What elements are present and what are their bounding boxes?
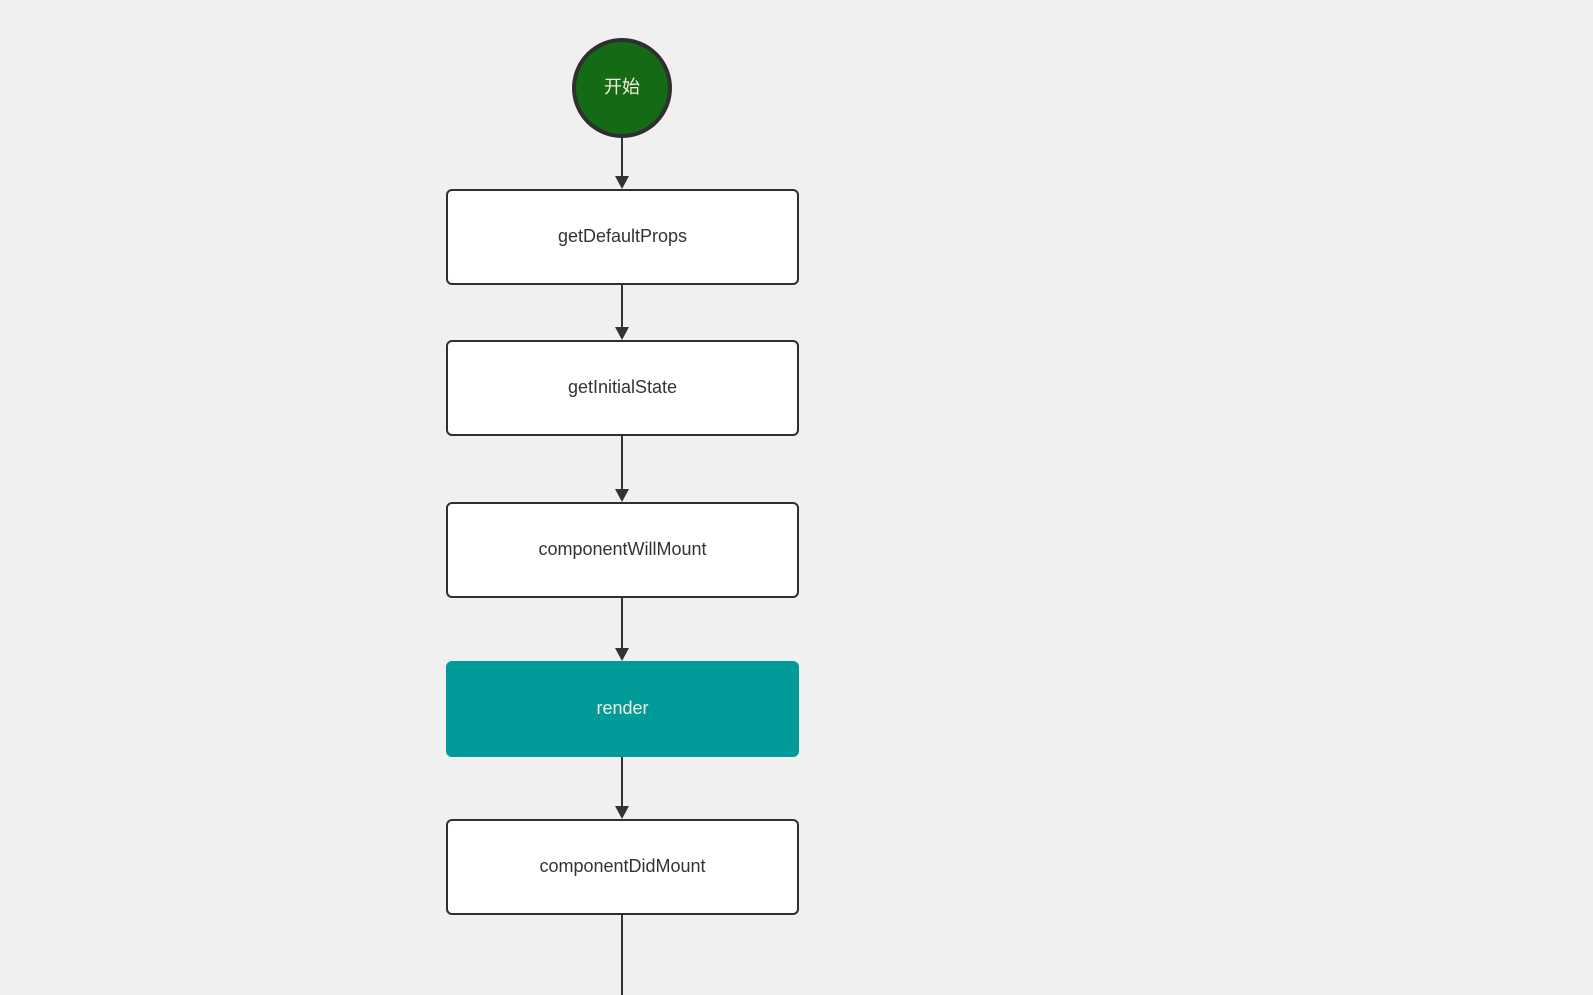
arrowhead-icon: [615, 648, 629, 661]
flow-arrow-getinitialstate-to-componentwillmount: [615, 436, 629, 502]
flow-arrow-start-to-getdefaultprops: [615, 138, 629, 189]
node-render: render: [446, 661, 799, 757]
arrow-line: [621, 285, 623, 327]
flow-arrow-componentwillmount-to-render: [615, 598, 629, 661]
node-componentdidmount: componentDidMount: [446, 819, 799, 915]
node-getdefaultprops-label: getDefaultProps: [557, 226, 688, 247]
arrow-line: [621, 757, 623, 806]
node-getinitialstate-label: getInitialState: [567, 377, 678, 398]
flow-line-componentdidmount-continued: [615, 915, 629, 995]
arrowhead-icon: [615, 327, 629, 340]
node-componentwillmount-label: componentWillMount: [538, 539, 707, 560]
arrow-line: [621, 436, 623, 489]
node-start-label: 开始: [604, 77, 640, 98]
arrow-line: [621, 598, 623, 648]
arrowhead-icon: [615, 806, 629, 819]
node-render-label: render: [596, 698, 649, 719]
arrow-line: [621, 915, 623, 995]
flow-arrow-render-to-componentdidmount: [615, 757, 629, 819]
node-getinitialstate: getInitialState: [446, 340, 799, 436]
node-componentwillmount: componentWillMount: [446, 502, 799, 598]
node-getdefaultprops: getDefaultProps: [446, 189, 799, 285]
arrow-line: [621, 138, 623, 176]
node-start: 开始: [572, 38, 672, 138]
arrowhead-icon: [615, 176, 629, 189]
node-componentdidmount-label: componentDidMount: [539, 856, 706, 877]
flow-arrow-getdefaultprops-to-getinitialstate: [615, 285, 629, 340]
arrowhead-icon: [615, 489, 629, 502]
